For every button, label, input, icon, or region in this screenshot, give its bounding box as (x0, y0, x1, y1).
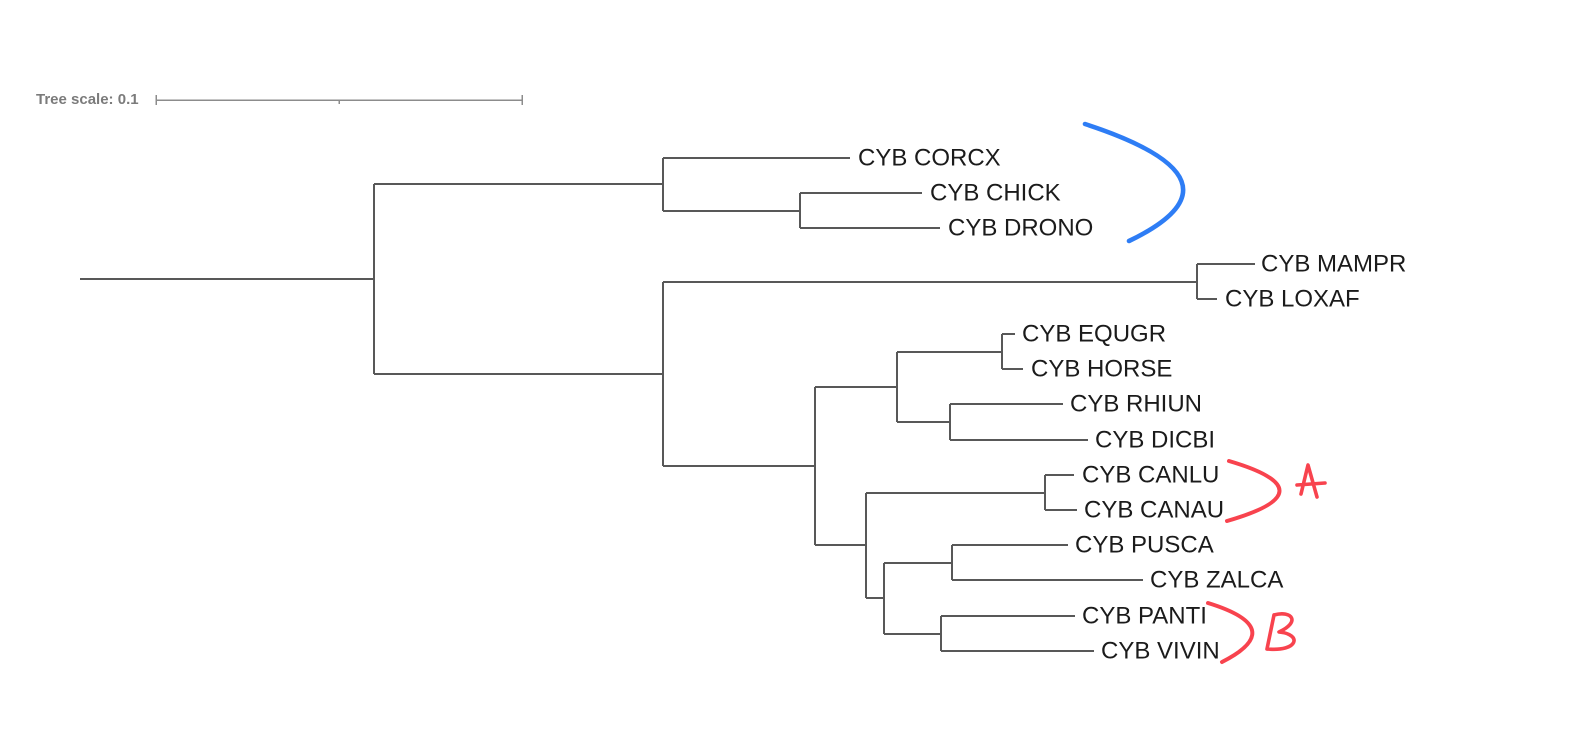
leaf-label-cyb-rhiun[interactable]: CYB RHIUN (1070, 391, 1202, 418)
leaf-label-cyb-horse[interactable]: CYB HORSE (1031, 356, 1172, 383)
leaf-label-cyb-mampr[interactable]: CYB MAMPR (1261, 251, 1406, 278)
leaf-label-cyb-canlu[interactable]: CYB CANLU (1082, 462, 1219, 489)
leaf-label-cyb-vivin[interactable]: CYB VIVIN (1101, 638, 1220, 665)
tree-scale-label: Tree scale: 0.1 (36, 91, 139, 108)
leaf-label-cyb-panti[interactable]: CYB PANTI (1082, 603, 1207, 630)
leaf-label-cyb-dicbi[interactable]: CYB DICBI (1095, 427, 1215, 454)
bird-clade-curve (1082, 121, 1186, 244)
group-b-letter (1265, 612, 1296, 652)
group-b-bracket (1206, 601, 1255, 664)
leaf-label-cyb-canau[interactable]: CYB CANAU (1084, 497, 1224, 524)
leaf-label-cyb-drono[interactable]: CYB DRONO (948, 215, 1093, 242)
leaf-label-cyb-zalca[interactable]: CYB ZALCA (1150, 567, 1283, 594)
group-a-letter (1295, 463, 1327, 499)
leaf-label-cyb-loxaf[interactable]: CYB LOXAF (1225, 286, 1360, 313)
leaf-label-cyb-pusca[interactable]: CYB PUSCA (1075, 532, 1214, 559)
leaf-label-cyb-chick[interactable]: CYB CHICK (930, 180, 1061, 207)
leaf-label-cyb-equgr[interactable]: CYB EQUGR (1022, 321, 1166, 348)
leaf-label-cyb-corcx[interactable]: CYB CORCX (858, 145, 1001, 172)
group-a-bracket (1225, 459, 1282, 523)
